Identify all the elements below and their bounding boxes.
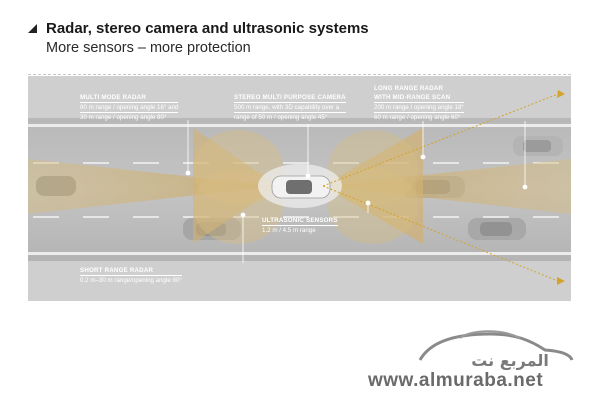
page-title: Radar, stereo camera and ultrasonic syst… [46, 20, 369, 37]
multi-mode-radar-callout: MULTI MODE RADAR 80 m range / opening an… [80, 93, 179, 122]
header: Radar, stereo camera and ultrasonic syst… [0, 0, 600, 70]
short-range-radar-line1: 0.2 m–30 m range/opening angle 80° [80, 275, 182, 284]
stereo-camera-line1: 500 m range, with 3D capability over a [234, 102, 346, 112]
long-range-radar-line2: 60 m range / opening angle 60° [374, 112, 464, 122]
arrow-head-icon [557, 90, 565, 98]
multi-mode-radar-line2: 30 m range / opening angle 80° [80, 112, 179, 122]
long-range-radar-line1: 200 m range / opening angle 18° [374, 102, 464, 111]
triangle-icon [28, 24, 37, 33]
arrow-head-icon [557, 277, 565, 285]
stereo-camera-line2: range of 50 m / opening angle 45° [234, 112, 346, 122]
multi-mode-radar-wide-beam [193, 128, 278, 244]
watermark-logo: المربع نت [360, 320, 590, 395]
callout-leaders [185, 120, 528, 263]
long-range-radar-heading: LONG RANGE RADAR [374, 85, 444, 92]
long-range-radar-beam [323, 159, 571, 214]
multi-mode-radar-heading: MULTI MODE RADAR [80, 94, 146, 101]
watermark-url: www.almuraba.net [368, 370, 544, 391]
ultrasonic-sensors-heading: ULTRASONIC SENSORS [262, 217, 338, 224]
road-illustration [28, 76, 571, 301]
stereo-camera-callout: STEREO MULTI PURPOSE CAMERA 500 m range,… [234, 93, 346, 122]
long-range-radar-heading2: WITH MID-RANGE SCAN [374, 94, 451, 101]
long-range-radar-callout: LONG RANGE RADAR WITH MID-RANGE SCAN 200… [374, 84, 464, 122]
short-range-radar-callout: SHORT RANGE RADAR 0.2 m–30 m range/openi… [80, 266, 182, 285]
car-silhouette-icon: المربع نت [418, 330, 574, 370]
road-edge-bottom [28, 252, 571, 255]
dashed-divider [28, 74, 571, 75]
multi-mode-radar-line1: 80 m range / opening angle 16° and [80, 102, 179, 111]
stereo-camera-heading: STEREO MULTI PURPOSE CAMERA [234, 94, 346, 101]
short-range-radar-lobe-3 [328, 130, 418, 206]
ultrasonic-sensors-line1: 1.2 m / 4.5 m range [262, 225, 338, 235]
road-edge-top [28, 124, 571, 127]
multi-mode-radar-long-beam [28, 159, 278, 214]
ultrasonic-sensors-callout: ULTRASONIC SENSORS 1.2 m / 4.5 m range [262, 216, 338, 235]
ego-car [271, 175, 331, 199]
short-range-radar-heading: SHORT RANGE RADAR [80, 267, 154, 274]
page-subtitle: More sensors – more protection [46, 40, 251, 56]
sensor-diagram: MULTI MODE RADAR 80 m range / opening an… [28, 76, 571, 301]
watermark-arabic: المربع نت [471, 351, 549, 370]
